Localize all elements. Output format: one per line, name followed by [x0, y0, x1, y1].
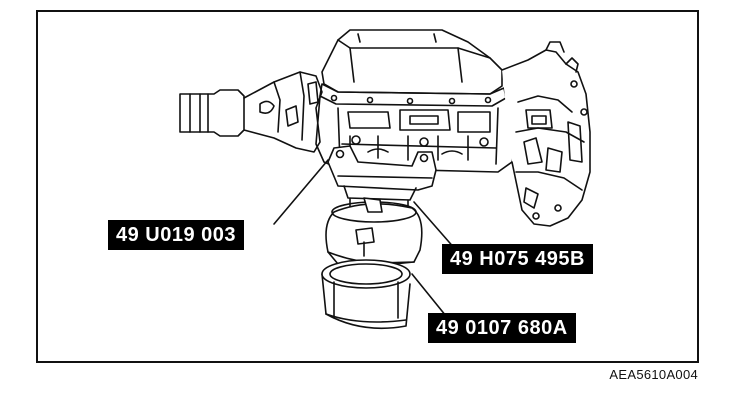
extension-housing — [179, 71, 323, 153]
leader-line-c — [411, 273, 447, 317]
adapter-bracket — [327, 145, 437, 191]
rotating-head — [325, 197, 423, 265]
leader-lines — [273, 159, 457, 317]
callout-tool-49-u019-003: 49 U019 003 — [108, 220, 245, 250]
bell-housing — [501, 41, 591, 227]
leader-line-a — [273, 159, 329, 225]
figure-frame: 49 U019 003 49 H075 495B 49 0107 680A — [36, 10, 699, 363]
callout-tool-49-0107-680a: 49 0107 680A — [428, 313, 576, 343]
base-stand — [321, 259, 411, 330]
callout-tool-49-h075-495b: 49 H075 495B — [442, 244, 593, 274]
leader-line-b — [413, 201, 457, 251]
figure-code: AEA5610A004 — [609, 367, 698, 382]
transmission-illustration — [179, 29, 591, 330]
